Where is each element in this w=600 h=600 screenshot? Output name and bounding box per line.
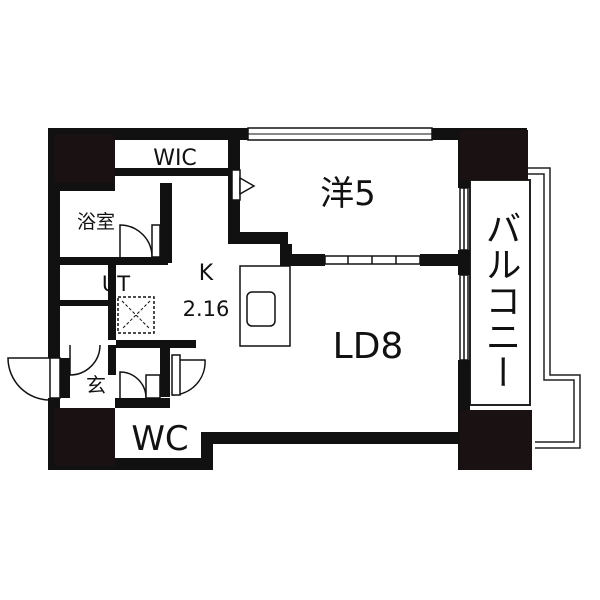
- kitchen-label: K: [199, 261, 214, 286]
- balcony-window: [459, 187, 469, 361]
- toilet-label: WC: [131, 419, 188, 459]
- pillars: [55, 130, 532, 470]
- living-dining-label: LD8: [333, 326, 404, 367]
- balcony-label: バルコニー: [480, 210, 521, 390]
- bath-label: 浴室: [77, 211, 115, 233]
- western-room-label: 洋5: [320, 174, 376, 214]
- wic-label: WIC: [153, 146, 197, 171]
- kitchen-counter: [239, 265, 291, 347]
- entrance-label: 玄: [86, 373, 106, 397]
- top-window: [247, 127, 433, 141]
- utility-label: UT: [102, 272, 130, 296]
- washer-pan: [117, 296, 155, 334]
- toilet-label-box: [118, 414, 200, 458]
- room-partition: [324, 255, 421, 265]
- kitchen-size-label: 2.16: [183, 297, 230, 321]
- wic-opening: [231, 169, 256, 201]
- balcony-floor: [469, 179, 531, 406]
- doors: [7, 224, 206, 401]
